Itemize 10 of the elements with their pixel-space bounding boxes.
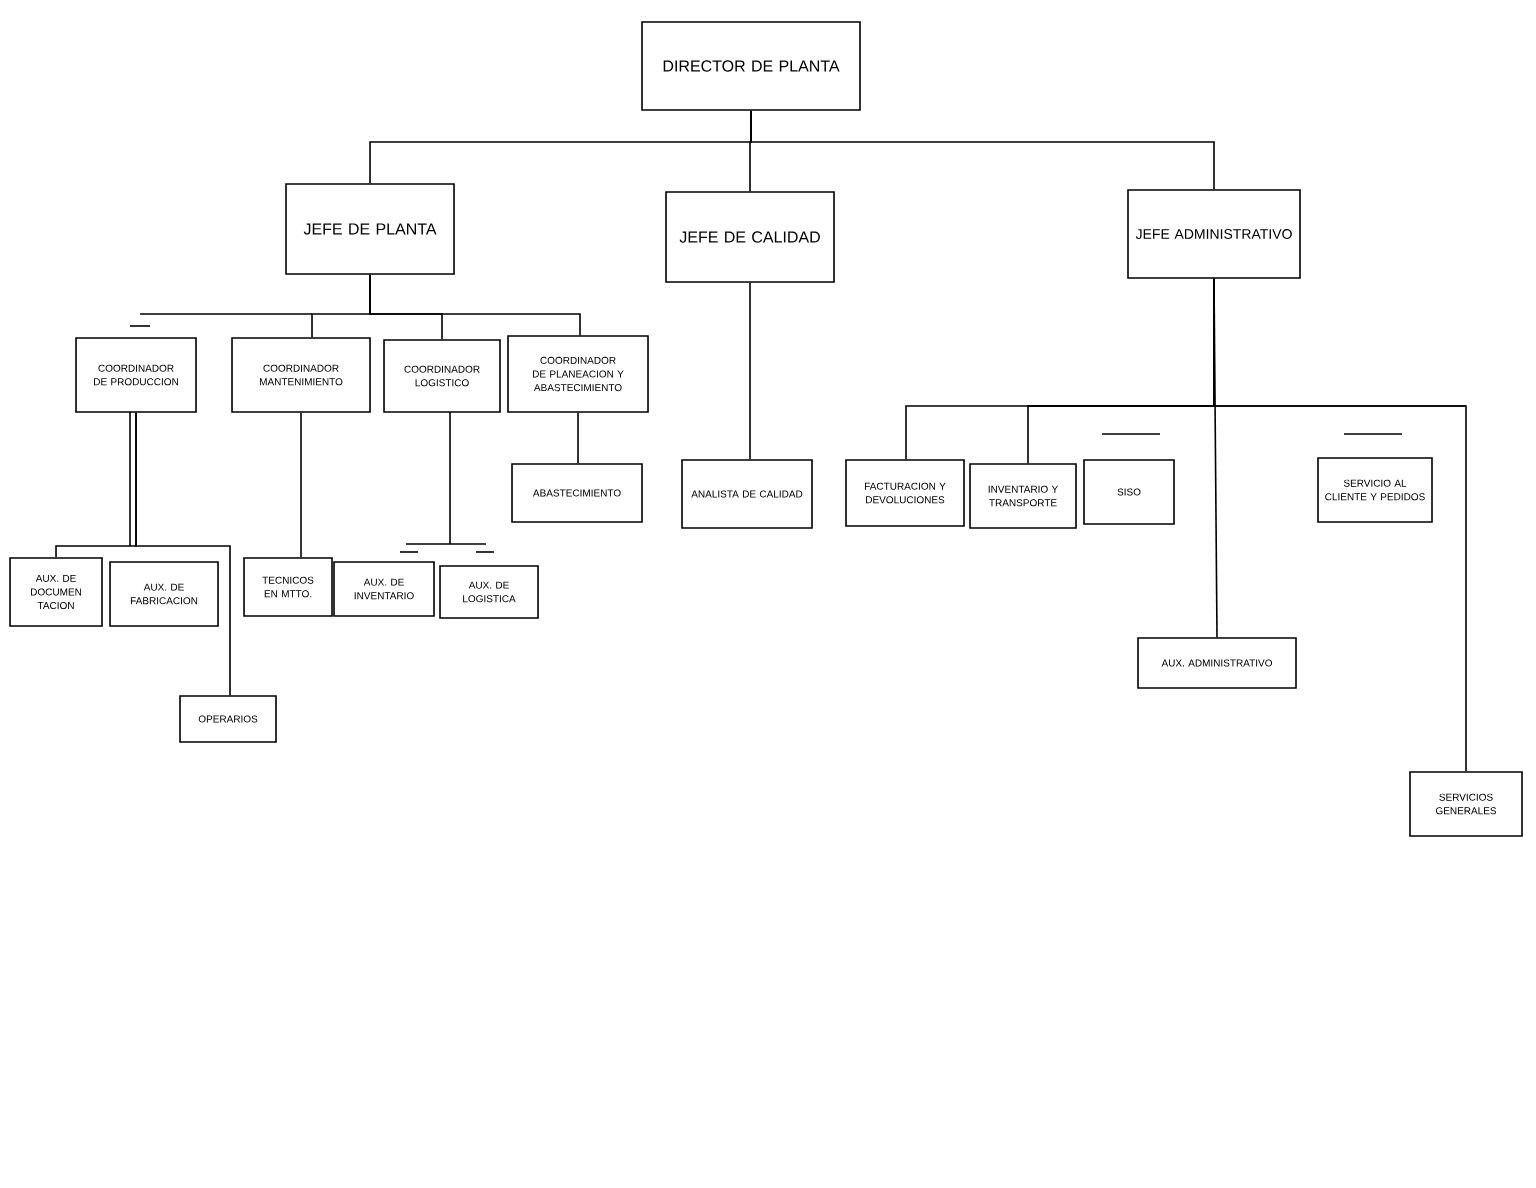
position-box: JEFE DE PLANTA [285, 183, 455, 275]
connector-line [369, 274, 581, 336]
connector-line [577, 412, 579, 464]
position-box: DIRECTOR DE PLANTA [641, 21, 861, 111]
connector-line [749, 282, 751, 460]
connector-line [300, 412, 302, 558]
connector-line [1213, 278, 1218, 638]
position-box: JEFE DE CALIDAD [665, 191, 835, 283]
connector-line [750, 110, 1215, 190]
connector-line [135, 412, 231, 696]
